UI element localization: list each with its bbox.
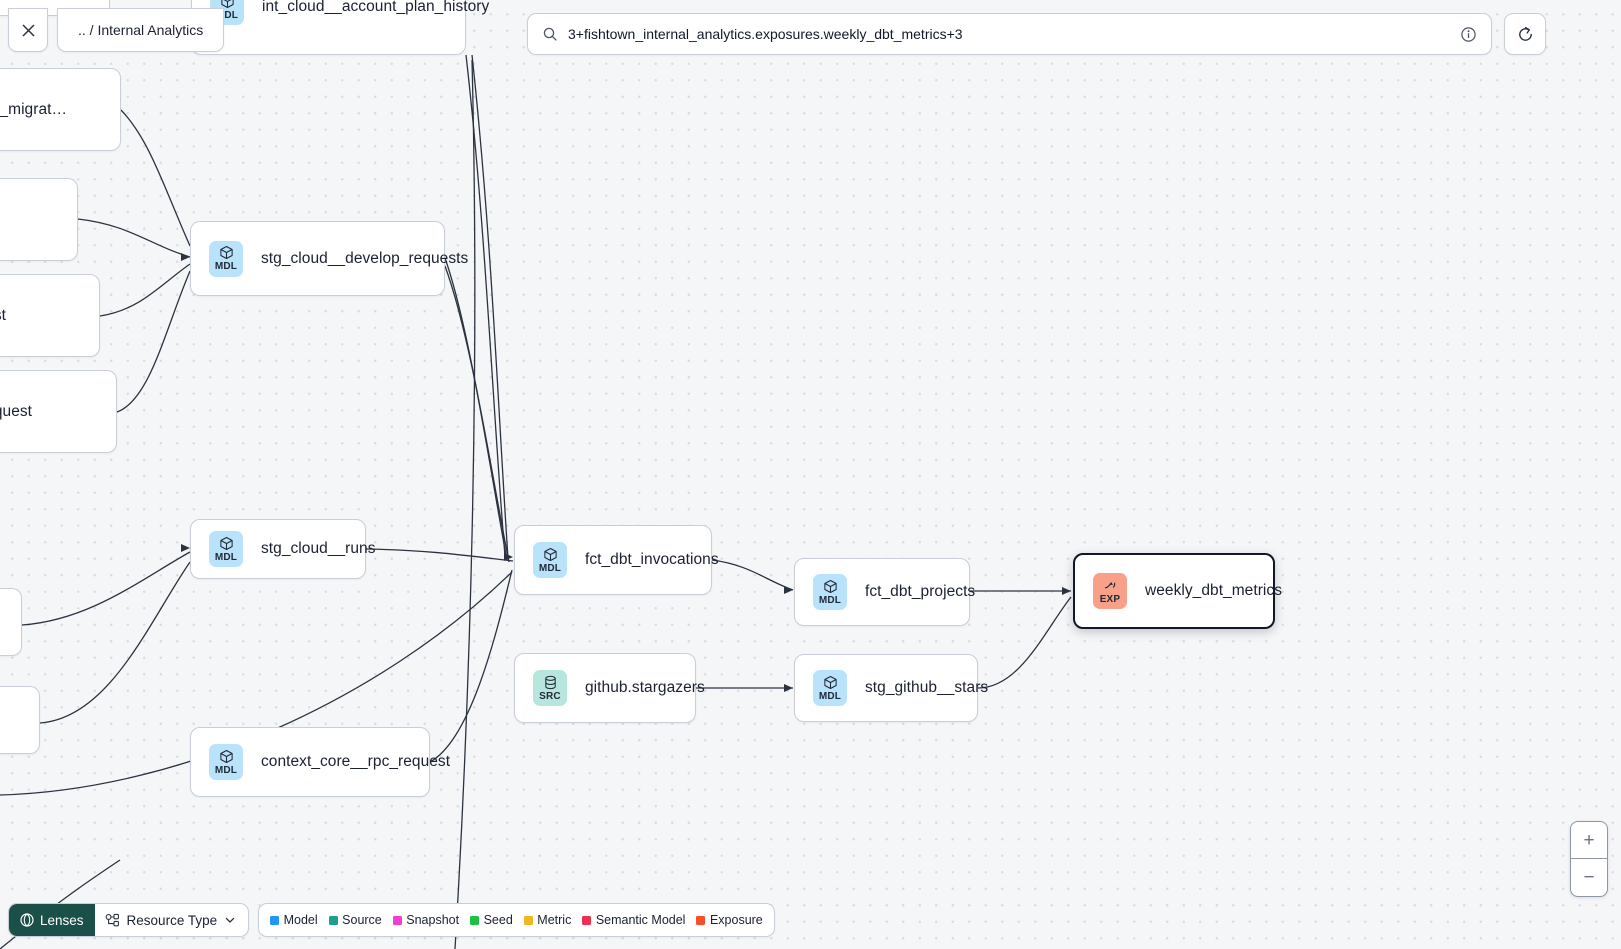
node-type-badge-label: EXP: [1099, 593, 1121, 605]
graph-node[interactable]: MDL int_cloud__account_plan_history: [191, 0, 489, 55]
chevron-down-icon: [225, 917, 235, 923]
node-type-badge-mdl: MDL: [813, 670, 847, 706]
graph-node[interactable]: op_request: [0, 178, 78, 261]
node-label: fct_dbt_projects: [865, 583, 976, 600]
node-label: stg_github__stars: [865, 679, 989, 696]
legend-label: Model: [283, 913, 318, 927]
graph-node[interactable]: multicell_migrat…: [0, 68, 121, 151]
cube-icon: [823, 579, 837, 593]
lens-icon: [20, 913, 34, 927]
legend-swatch: [523, 915, 533, 925]
node-type-badge-label: MDL: [818, 594, 842, 606]
legend-swatch: [696, 915, 706, 925]
refresh-button[interactable]: [1504, 13, 1546, 55]
graph-node[interactable]: MDL stg_cloud__runs: [190, 519, 375, 579]
breadcrumb[interactable]: .. / Internal Analytics: [57, 8, 225, 52]
node-label: velop_request: [0, 306, 7, 324]
search-input[interactable]: 3+fishtown_internal_analytics.exposures.…: [527, 13, 1492, 55]
cube-icon: [219, 245, 233, 260]
legend-item[interactable]: Metric: [523, 913, 572, 927]
search-value: 3+fishtown_internal_analytics.exposures.…: [568, 26, 963, 42]
legend-swatch: [392, 915, 402, 925]
close-button[interactable]: [8, 8, 48, 52]
bottom-toolbar: Lenses Resource Type Model Source Snapshot…: [8, 903, 775, 937]
lenses-group: Lenses Resource Type: [8, 903, 250, 937]
node-label: github.stargazers: [585, 679, 705, 696]
graph-node[interactable]: MDL fct_dbt_projects: [794, 558, 975, 626]
node-type-badge-mdl: MDL: [209, 531, 243, 567]
node-type-badge-label: MDL: [214, 551, 238, 563]
top-toolbar: .. / Internal Analytics 3+fishtown_inter…: [0, 0, 1621, 68]
graph-node[interactable]: MDL stg_github__stars: [794, 654, 988, 722]
legend-label: Seed: [483, 913, 513, 927]
legend-item[interactable]: Exposure: [696, 913, 763, 927]
legend-label: Exposure: [709, 913, 763, 927]
legend-swatch: [582, 915, 592, 925]
node-label: int_cloud__account_plan_history: [262, 0, 490, 15]
legend-label: Source: [342, 913, 382, 927]
legend-label: Snapshot: [406, 913, 460, 927]
node-label: fct_dbt_invocations: [585, 551, 719, 568]
resource-type-icon: [105, 913, 119, 926]
node-type-badge-label: MDL: [215, 9, 239, 21]
lenses-label: Lenses: [40, 912, 84, 928]
zoom-controls: + −: [1570, 821, 1608, 897]
resource-type-dropdown[interactable]: Resource Type: [95, 904, 249, 936]
node-label: multicell_migrat…: [0, 100, 68, 118]
node-type-badge-label: MDL: [214, 764, 238, 776]
legend-item[interactable]: Source: [328, 913, 382, 927]
legend-item[interactable]: Model: [270, 913, 318, 927]
cube-icon: [219, 749, 233, 763]
cube-icon: [220, 0, 234, 8]
legend-swatch: [328, 915, 338, 925]
cube-icon: [219, 536, 233, 550]
node-type-badge-label: MDL: [818, 690, 842, 702]
breadcrumb-label: .. / Internal Analytics: [78, 22, 204, 38]
resource-type-label: Resource Type: [126, 912, 218, 928]
zoom-in-button[interactable]: +: [1571, 822, 1607, 859]
node-type-badge-exp: EXP: [1093, 573, 1127, 609]
node-label: stg_cloud__runs: [261, 540, 376, 557]
legend-label: Metric: [537, 913, 572, 927]
graph-node[interactable]: MDL fct_dbt_invocations: [514, 525, 719, 595]
node-type-badge-mdl: MDL: [209, 240, 243, 277]
node-type-badge-label: MDL: [538, 562, 562, 574]
close-icon: [21, 23, 35, 37]
node-label: context_core__rpc_request: [261, 753, 451, 770]
node-label: weekly_dbt_metrics: [1145, 582, 1283, 599]
exposure-chart-icon: [1104, 581, 1115, 588]
graph-node[interactable]: EXP weekly_dbt_metrics: [1073, 553, 1282, 629]
legend-label: Semantic Model: [595, 913, 686, 927]
node-type-badge-src: SRC: [533, 670, 567, 706]
legend-swatch: [270, 915, 280, 925]
refresh-icon: [1518, 26, 1532, 41]
node-type-badge-label: SRC: [539, 690, 561, 702]
graph-node[interactable]: MDL context_core__rpc_request: [190, 727, 450, 797]
graph-node[interactable]: n: [0, 588, 22, 656]
node-type-badge-mdl: MDL: [813, 574, 847, 610]
node-type-badge-mdl: MDL: [533, 542, 567, 578]
graph-node[interactable]: _run: [0, 686, 40, 754]
legend-item[interactable]: Semantic Model: [582, 913, 685, 927]
database-icon: [544, 675, 556, 689]
graph-node[interactable]: MDL stg_cloud__develop_requests: [190, 221, 468, 296]
zoom-out-button[interactable]: −: [1583, 867, 1595, 888]
cube-icon: [823, 675, 837, 689]
legend-item[interactable]: Snapshot: [392, 913, 460, 927]
lenses-button[interactable]: Lenses: [9, 904, 95, 936]
info-icon[interactable]: [1460, 26, 1477, 43]
graph-node[interactable]: _develop_request: [0, 370, 117, 453]
node-label: stg_cloud__develop_requests: [261, 249, 469, 267]
node-label: _develop_request: [0, 402, 33, 420]
node-type-badge-label: MDL: [214, 261, 238, 272]
legend-item[interactable]: Seed: [470, 913, 513, 927]
legend-swatch: [470, 915, 480, 925]
resource-type-legend: Model Source Snapshot Seed Metric Semantic Mo…: [258, 903, 775, 937]
graph-node[interactable]: SRC github.stargazers: [514, 653, 705, 723]
search-icon: [543, 27, 557, 41]
graph-node[interactable]: velop_request: [0, 274, 100, 357]
cube-icon: [543, 547, 557, 561]
node-type-badge-mdl: MDL: [209, 744, 243, 780]
